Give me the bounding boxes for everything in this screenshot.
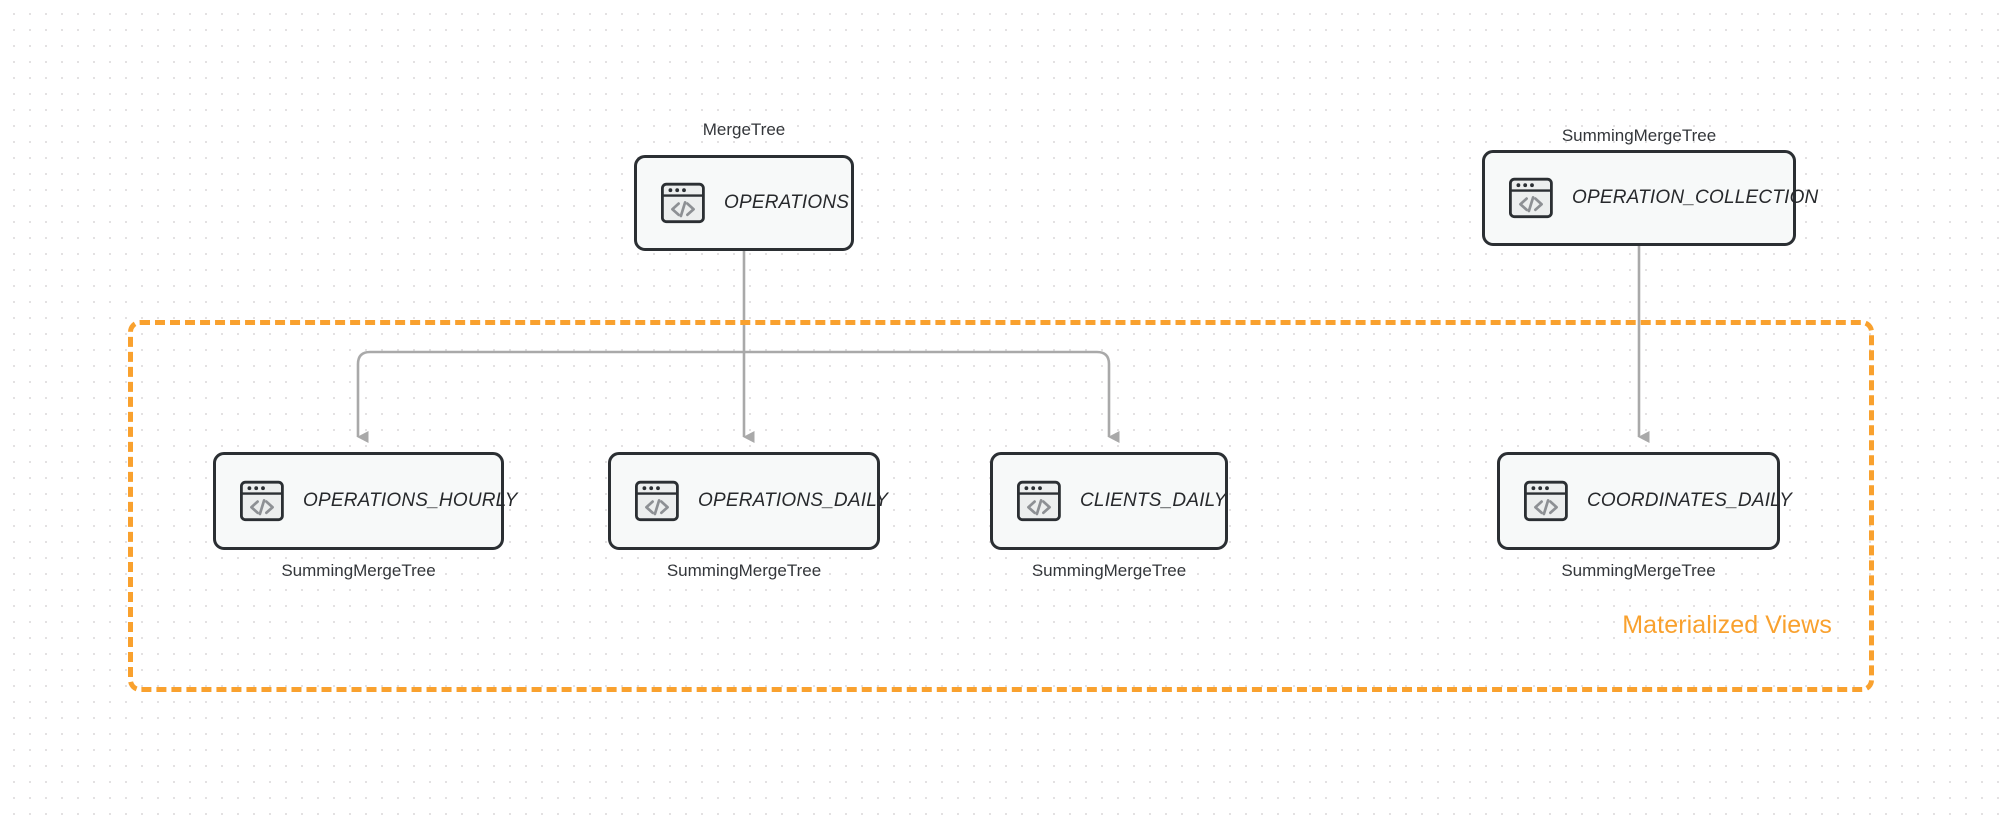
node-label-clients_daily: CLIENTS_DAILY bbox=[1080, 490, 1227, 511]
node-label-operations_hourly: OPERATIONS_HOURLY bbox=[303, 490, 518, 511]
code-window-icon bbox=[1016, 478, 1062, 524]
node-coordinates_daily[interactable]: COORDINATES_DAILY bbox=[1497, 452, 1792, 550]
connector-operations-to-clients_daily bbox=[744, 350, 1120, 443]
materialized-views-group bbox=[128, 320, 1874, 692]
engine-caption-operations_daily: SummingMergeTree bbox=[666, 561, 822, 580]
node-label-coordinates_daily: COORDINATES_DAILY bbox=[1587, 490, 1793, 511]
engine-caption-coordinates_daily: SummingMergeTree bbox=[1561, 561, 1716, 580]
node-operations[interactable]: OPERATIONS bbox=[634, 155, 854, 251]
engine-caption-clients_daily: SummingMergeTree bbox=[1031, 561, 1187, 580]
node-clients_daily[interactable]: CLIENTS_DAILY bbox=[990, 452, 1228, 550]
node-operations_hourly[interactable]: OPERATIONS_HOURLY bbox=[213, 452, 517, 550]
engine-caption-operations_hourly: SummingMergeTree bbox=[281, 561, 436, 580]
node-label-operations_daily: OPERATIONS_DAILY bbox=[698, 490, 889, 511]
engine-caption-operation_collection: SummingMergeTree bbox=[1561, 126, 1717, 145]
code-window-icon bbox=[1523, 478, 1569, 524]
materialized-views-label: Materialized Views bbox=[1622, 611, 1832, 639]
engine-caption-operations: MergeTree bbox=[702, 120, 786, 139]
code-window-icon bbox=[634, 478, 680, 524]
connector-operations-to-operations_hourly bbox=[356, 350, 744, 443]
node-operations_daily[interactable]: OPERATIONS_DAILY bbox=[608, 452, 888, 550]
code-window-icon bbox=[1508, 175, 1554, 221]
node-label-operation_collection: OPERATION_COLLECTION bbox=[1572, 187, 1819, 208]
code-window-icon bbox=[660, 180, 706, 226]
node-operation_collection[interactable]: OPERATION_COLLECTION bbox=[1482, 150, 1818, 246]
node-label-operations: OPERATIONS bbox=[724, 192, 850, 213]
code-window-icon bbox=[239, 478, 285, 524]
